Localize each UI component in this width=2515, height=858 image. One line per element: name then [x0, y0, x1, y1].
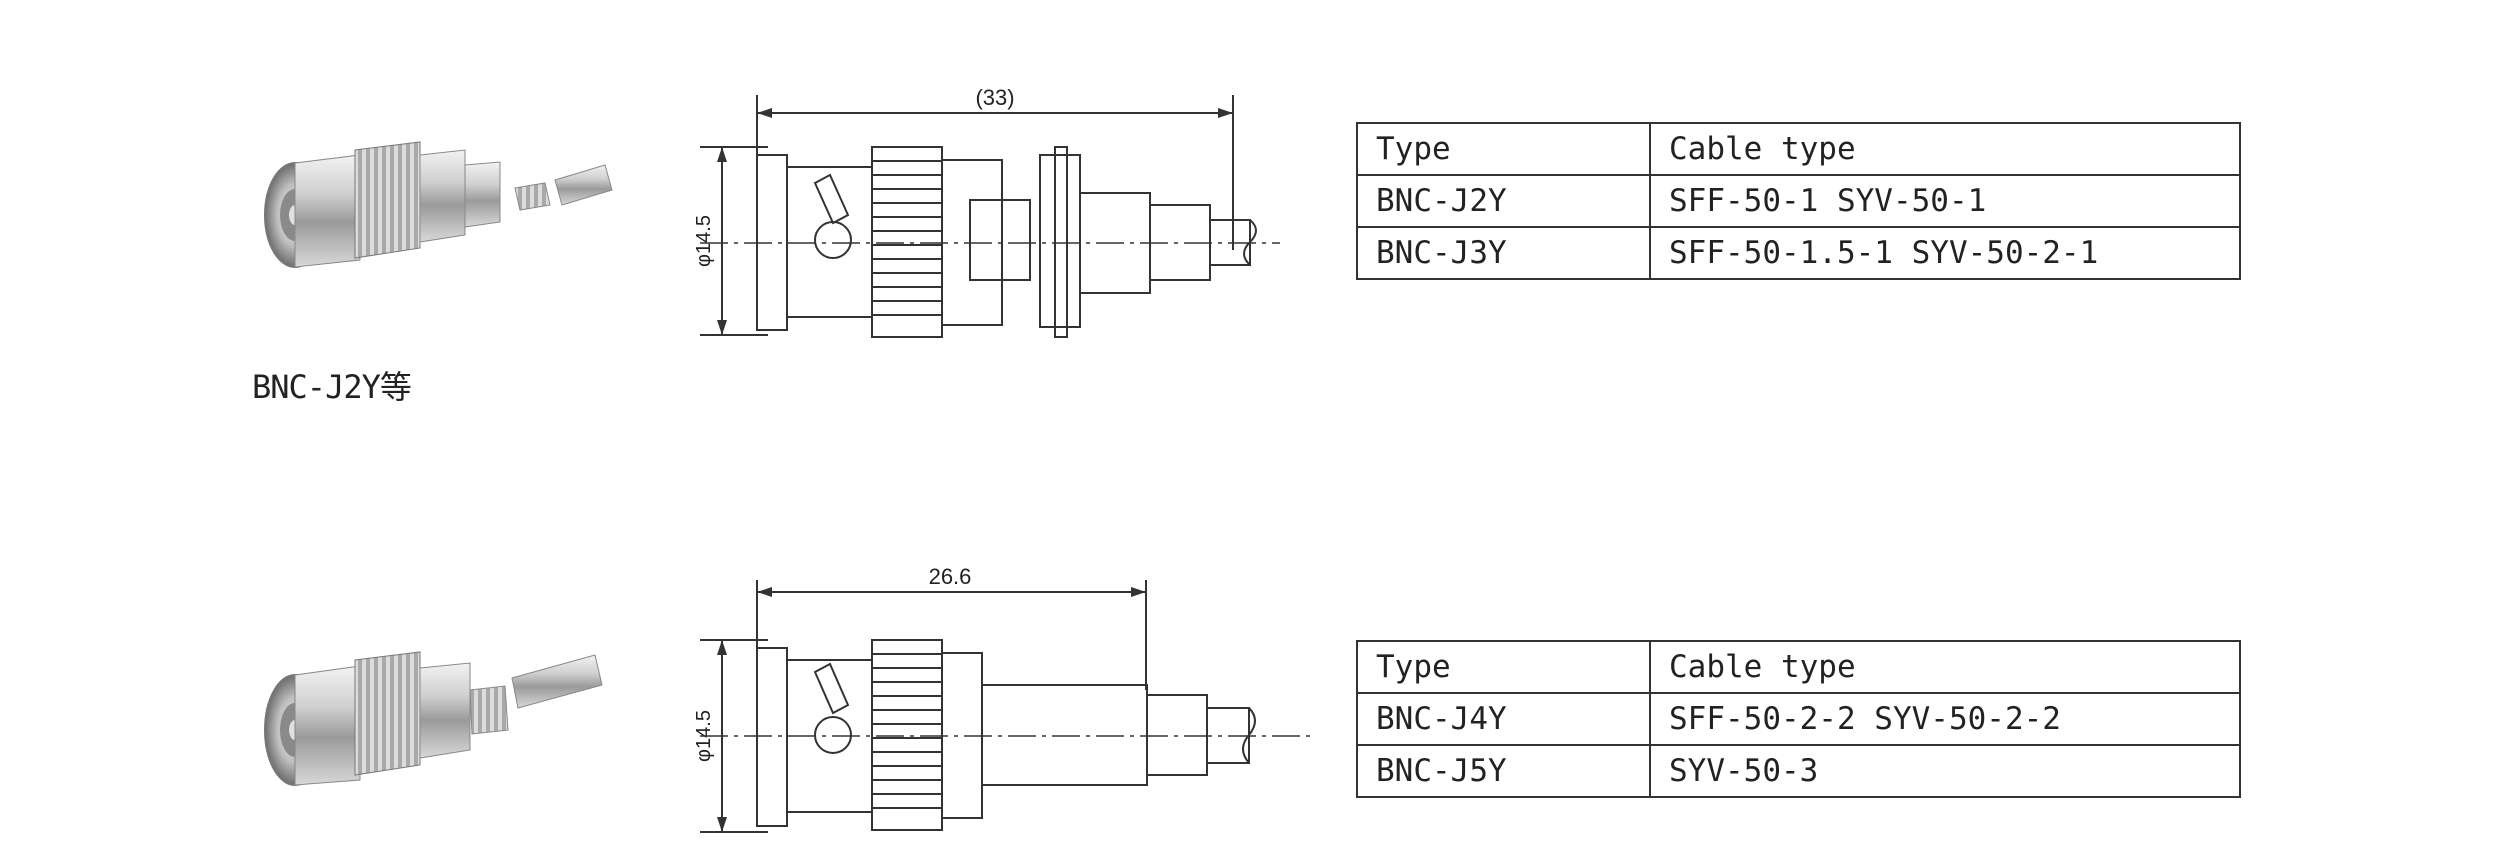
cable-type-cell: SFF-50-1.5-1 SYV-50-2-1: [1649, 226, 2241, 280]
cable-spec-table-2: Type Cable type BNC-J4Y SFF-50-2-2 SYV-5…: [1356, 640, 2241, 798]
type-cell: BNC-J3Y: [1356, 226, 1651, 280]
table-row: BNC-J3Y SFF-50-1.5-1 SYV-50-2-1: [1356, 226, 2241, 280]
length-dimension-label: (33): [975, 85, 1014, 110]
header-type: Type: [1356, 640, 1651, 694]
product-caption: BNC-J2Y等: [252, 368, 412, 406]
table-row: BNC-J2Y SFF-50-1 SYV-50-1: [1356, 174, 2241, 228]
header-type: Type: [1356, 122, 1651, 176]
connector-photo-2: [250, 630, 620, 810]
type-cell: BNC-J2Y: [1356, 174, 1651, 228]
cable-type-cell: SFF-50-2-2 SYV-50-2-2: [1649, 692, 2241, 746]
cable-type-cell: SFF-50-1 SYV-50-1: [1649, 174, 2241, 228]
table-header-row: Type Cable type: [1356, 122, 2241, 176]
connector-photo-1: [250, 110, 620, 280]
header-cable-type: Cable type: [1649, 640, 2241, 694]
type-cell: BNC-J5Y: [1356, 744, 1651, 798]
cable-type-cell: SYV-50-3: [1649, 744, 2241, 798]
diameter-dimension-label: φ14.5: [693, 215, 715, 267]
connector-drawing-1: (33) φ14.5: [680, 75, 1300, 345]
table-header-row: Type Cable type: [1356, 640, 2241, 694]
type-cell: BNC-J4Y: [1356, 692, 1651, 746]
cable-spec-table-1: Type Cable type BNC-J2Y SFF-50-1 SYV-50-…: [1356, 122, 2241, 280]
header-cable-type: Cable type: [1649, 122, 2241, 176]
table-row: BNC-J5Y SYV-50-3: [1356, 744, 2241, 798]
length-dimension-label: 26.6: [929, 564, 972, 589]
table-row: BNC-J4Y SFF-50-2-2 SYV-50-2-2: [1356, 692, 2241, 746]
connector-drawing-2: 26.6 φ14.5: [680, 560, 1320, 840]
